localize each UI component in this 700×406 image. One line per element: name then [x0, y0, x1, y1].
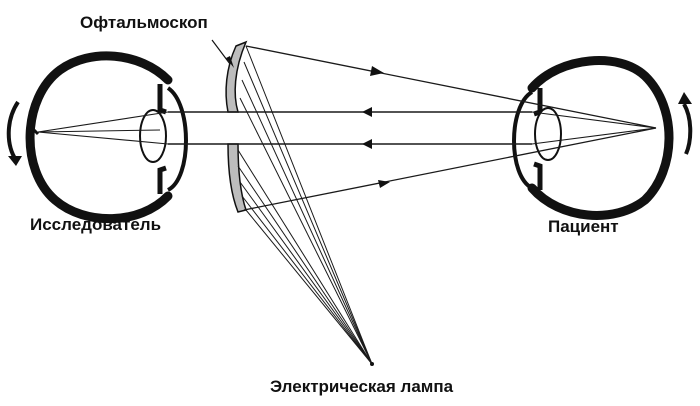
- arrowhead-icon: [226, 56, 234, 68]
- curved-arrow-icon: [6, 100, 20, 162]
- arrowhead-icon: [362, 139, 372, 149]
- lamp-point: [370, 362, 374, 366]
- examiner-eye-iris-bottom: [157, 165, 167, 194]
- patient-eye-iris-top: [533, 88, 543, 117]
- mirror-upper: [225, 40, 248, 113]
- lamp-label: Электрическая лампа: [270, 377, 454, 396]
- patient-eye-lens: [534, 107, 562, 161]
- lamp-ray-fan: [237, 45, 373, 365]
- curved-arrow-icon: [682, 103, 693, 155]
- ray-patient-bottom: [531, 127, 657, 145]
- light-rays: [37, 45, 657, 366]
- patient-label: Пациент: [548, 217, 619, 236]
- examiner-eye-lens: [139, 109, 167, 163]
- ophthalmoscope-pointer: [211, 39, 231, 65]
- arrowhead-icon: [378, 180, 390, 188]
- examiner-eye-cornea: [166, 86, 188, 192]
- ray-patient-top: [531, 111, 657, 129]
- ophthalmoscope-mirror: [211, 39, 248, 213]
- examiner-label: Исследователь: [30, 215, 161, 234]
- patient-eye-iris-bottom: [533, 161, 543, 190]
- ray-reflected-bottom: [243, 127, 657, 211]
- ray-examiner-top: [37, 111, 169, 133]
- arrowhead-icon: [370, 66, 384, 76]
- patient-eye: [512, 56, 674, 220]
- examiner-rotation-arrow: [6, 100, 22, 166]
- examiner-eye-retina-point: [32, 128, 40, 136]
- patient-eye-cornea: [512, 90, 534, 190]
- examiner-eye-sclera: [25, 51, 173, 224]
- examiner-eye: [25, 51, 188, 224]
- mirror-lower: [227, 143, 247, 213]
- patient-rotation-arrow: [678, 92, 693, 155]
- ophthalmoscope-label: Офтальмоскоп: [80, 13, 208, 32]
- examiner-eye-iris-top: [157, 84, 167, 115]
- arrowhead-icon: [678, 92, 692, 104]
- patient-eye-sclera: [527, 56, 674, 220]
- ray-examiner-bottom: [37, 131, 169, 145]
- arrowhead-icon: [8, 156, 22, 166]
- ray-reflected-top: [245, 45, 657, 129]
- ray-examiner-axis: [37, 129, 161, 133]
- arrowhead-icon: [362, 107, 372, 117]
